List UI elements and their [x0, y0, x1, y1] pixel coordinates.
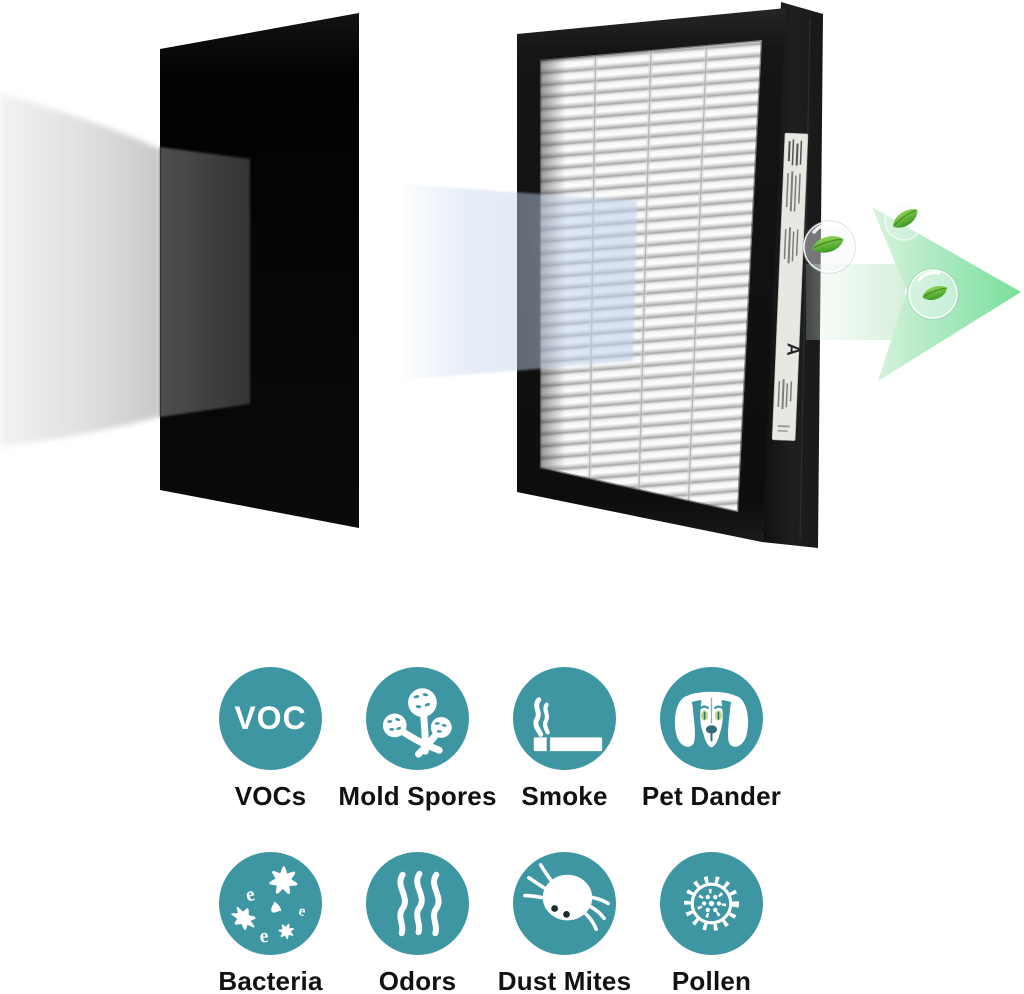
odors-icon: [397, 870, 442, 937]
mold-spores-icon: [382, 688, 452, 758]
filter-pleats: [540, 40, 762, 512]
pollutant-row-1: VOC VOCs: [197, 667, 789, 812]
svg-text:e: e: [258, 925, 269, 948]
leaf-bubble: [907, 268, 959, 320]
dirty-air-beam: [0, 93, 161, 447]
clean-air-beam: [403, 184, 637, 380]
svg-text:e: e: [297, 903, 307, 920]
pollutant-label: Odors: [378, 966, 457, 994]
pollutant-vocs: VOC VOCs: [197, 667, 344, 812]
leaf-icon: [812, 236, 844, 253]
pollutant-label: Dust Mites: [497, 966, 632, 994]
pollutant-odors: Odors: [344, 852, 491, 994]
leaf-bubble: [802, 220, 856, 274]
bacteria-bubble: e e e: [219, 852, 322, 955]
pollutant-dust-mites: Dust Mites: [491, 852, 638, 994]
hepa-filter: A: [517, 2, 823, 548]
panel-beam-overlay: [160, 147, 250, 417]
pet-dander-bubble: [660, 667, 763, 770]
dust-mites-bubble: [513, 852, 616, 955]
mold-spores-bubble: [366, 667, 469, 770]
pollen-bubble: [660, 852, 763, 955]
pollutant-pet-dander: Pet Dander: [638, 667, 785, 812]
pollutant-bacteria: e e e Bacteria: [197, 852, 344, 994]
pollutant-pollen: Pollen: [638, 852, 785, 994]
bacteria-icon: e e e: [231, 866, 307, 948]
leaf-bubble: [884, 201, 924, 241]
pollen-icon: [684, 876, 739, 931]
pollutant-mold-spores: Mold Spores: [338, 667, 496, 812]
filter-side-label: A: [771, 132, 809, 441]
air-filtration-diagram: A: [0, 2, 1021, 548]
pet-dander-icon: [674, 691, 749, 748]
side-label-letter: A: [783, 343, 804, 357]
pollutant-label: Pollen: [671, 966, 752, 994]
smoke-icon: [533, 697, 603, 752]
pollutant-label: Bacteria: [218, 966, 323, 994]
label-text-lines: [787, 139, 803, 166]
dust-mites-icon: [523, 863, 610, 932]
voc-badge-text: VOC: [234, 700, 307, 736]
pollutant-label: VOCs: [234, 781, 307, 811]
leaf-icon: [922, 286, 948, 300]
clean-air-arrow: [806, 207, 1021, 381]
svg-text:e: e: [243, 883, 257, 907]
smoke-bubble: [513, 667, 616, 770]
odors-bubble: [366, 852, 469, 955]
pollutant-label: Smoke: [521, 781, 608, 811]
pollutant-row-2: e e e Bacteria: [197, 852, 789, 994]
pollutant-smoke: Smoke: [491, 667, 638, 812]
voc-badge-icon: VOC: [219, 667, 322, 770]
pollutant-label: Mold Spores: [338, 781, 497, 811]
leaf-icon: [893, 209, 918, 228]
pollutant-label: Pet Dander: [641, 781, 782, 811]
